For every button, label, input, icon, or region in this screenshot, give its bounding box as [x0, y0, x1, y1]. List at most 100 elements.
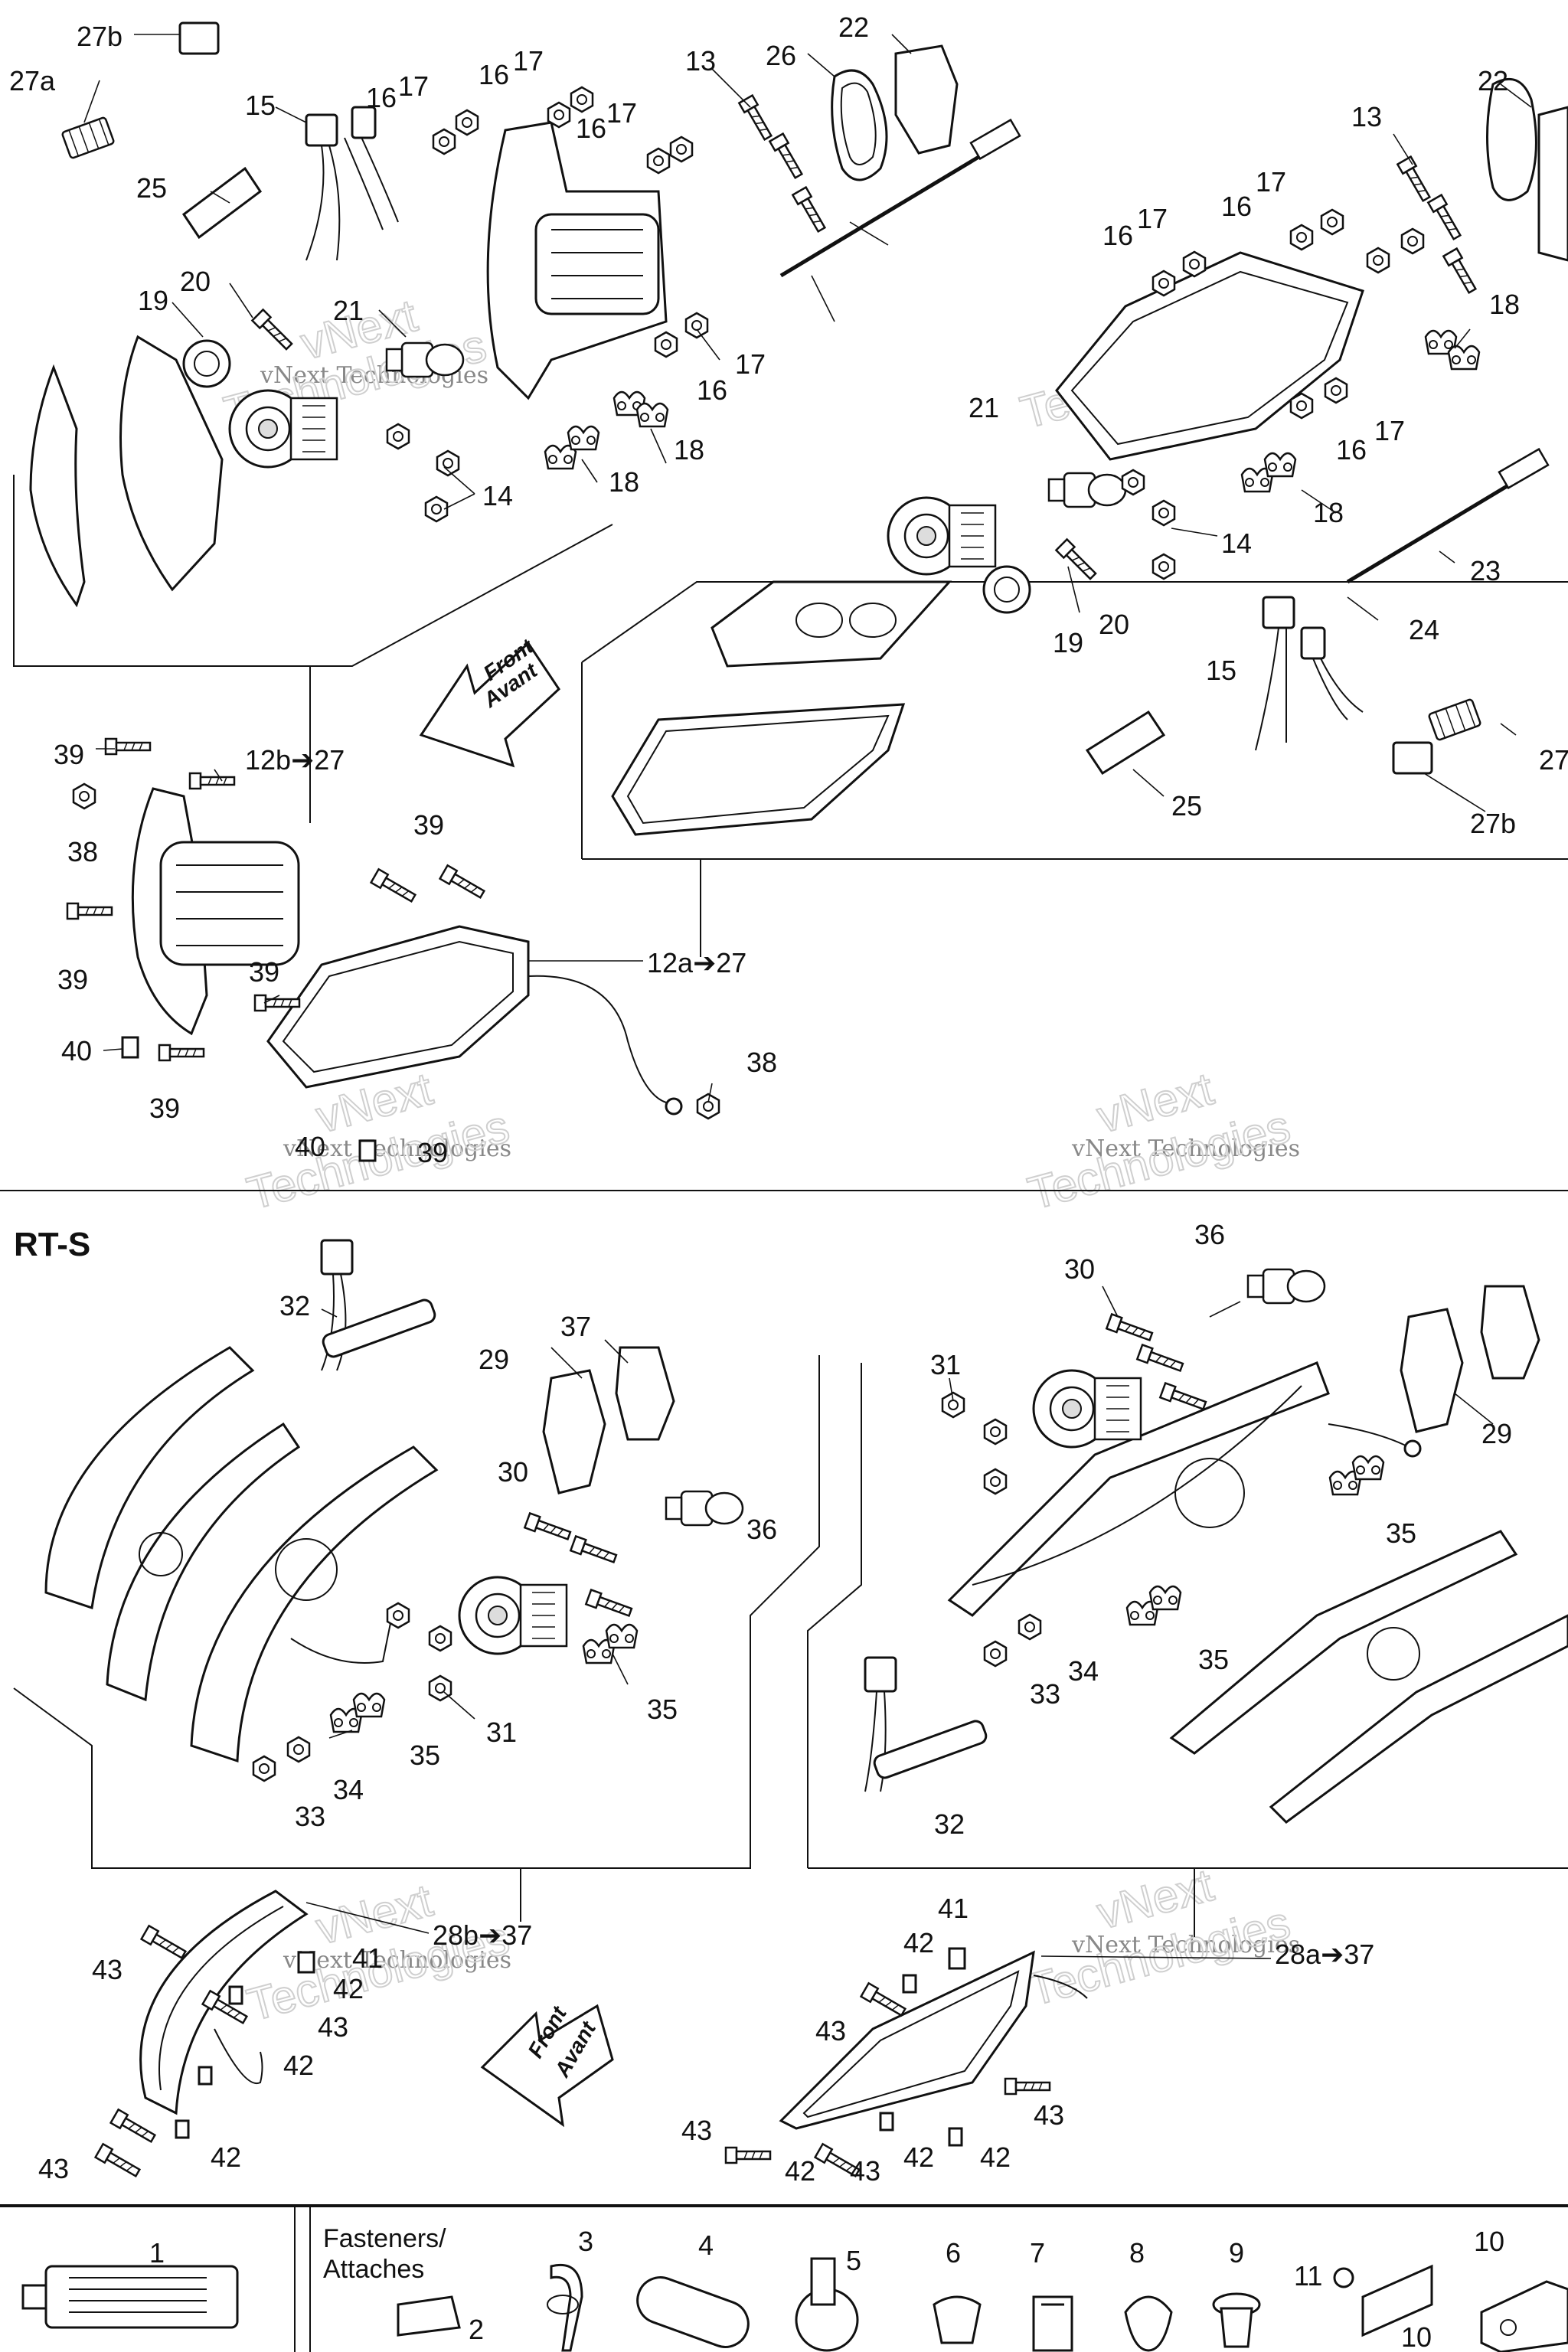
legend-tie-3: [550, 2264, 583, 2352]
legend-clip-6: [933, 2295, 982, 2344]
callout: 42: [211, 2141, 241, 2173]
callout: 30: [498, 1456, 528, 1488]
rts-left-assembled-group: [94, 1890, 315, 2180]
callout: 38: [67, 836, 98, 867]
callout: 16: [1221, 191, 1252, 222]
callout: 36: [1194, 1219, 1225, 1250]
bulb-socket-right: [982, 565, 1031, 614]
callout: 43: [815, 2015, 846, 2047]
callout: 42: [903, 2141, 934, 2173]
bracket-25-right: [1085, 710, 1166, 776]
callout: 43: [681, 2115, 712, 2146]
callout: 32: [279, 1290, 310, 1321]
callout: 37: [560, 1311, 591, 1342]
callout: 16: [576, 113, 606, 144]
rts-cover-29-right: [1400, 1308, 1464, 1433]
callout: 16: [1102, 220, 1133, 251]
callout: 15: [245, 90, 276, 121]
callout: 26: [766, 40, 796, 71]
headlight-lens: [29, 364, 86, 608]
rts-clip-41: [297, 1951, 315, 1974]
svg-text:vNext Technologies: vNext Technologies: [1071, 1932, 1300, 1958]
rts-lens-right: [1269, 1614, 1568, 1824]
sealant-tube: [44, 2265, 239, 2329]
callout: 2: [469, 2314, 484, 2345]
gasket-26: [831, 69, 888, 181]
callout: 16: [479, 59, 509, 90]
callout: 29: [1481, 1418, 1512, 1449]
callouts-rts-right: 36 30 31 29 35 35 34 33 32: [930, 1219, 1512, 1840]
rts-housing-right: [947, 1361, 1330, 1617]
callout: 5: [846, 2245, 861, 2276]
harness-connector: [305, 113, 338, 147]
callout: 42: [980, 2141, 1011, 2173]
callout: 35: [410, 1740, 440, 1771]
callout: 27: [1539, 744, 1568, 776]
callout: 9: [1229, 2237, 1244, 2269]
callout: 1: [149, 2237, 165, 2269]
callout: 14: [1221, 528, 1252, 559]
callout: 43: [1034, 2099, 1064, 2131]
rts-cover-37-right: [1480, 1285, 1540, 1380]
callout: 24: [1409, 614, 1439, 645]
rts-lens-left: [44, 1346, 255, 1609]
callout: 30: [1064, 1253, 1095, 1285]
clip-40: [121, 1036, 139, 1059]
legend-plate-10b: [1480, 2280, 1568, 2352]
rts-bezel-left: [106, 1422, 301, 1702]
legend-plate-10: [1361, 2264, 1433, 2337]
projector-module: [228, 389, 338, 469]
headlight-housing-right: [1055, 251, 1364, 461]
lens-right: [611, 703, 906, 836]
rts-bezel-right: [1169, 1530, 1518, 1755]
callout: 42: [785, 2155, 815, 2187]
callout: 40: [295, 1131, 325, 1162]
top-frame-lines: [0, 475, 1568, 1191]
callout: 12a➔27: [647, 947, 746, 978]
rts-harness-connector-right: [864, 1656, 897, 1693]
callout: 25: [1171, 790, 1202, 822]
callout: 41: [938, 1893, 969, 1924]
callout: 16: [697, 374, 727, 406]
callout: 43: [318, 2011, 348, 2043]
bulb-socket: [182, 339, 231, 388]
assembled-headlight-front: [266, 925, 530, 1089]
housing-barrel: [534, 213, 660, 315]
callout: 18: [1489, 289, 1520, 320]
callout: 17: [735, 348, 766, 380]
callout: 33: [1030, 1678, 1060, 1710]
callout: 22: [838, 11, 869, 43]
rts-right-exploded-group: [864, 1268, 1568, 1824]
callout: 42: [333, 1973, 364, 2004]
svg-text:vNext Technologies: vNext Technologies: [1071, 1135, 1300, 1162]
callout: 6: [946, 2237, 961, 2269]
front-direction-arrow: Front Avant: [419, 634, 560, 768]
callout: 43: [38, 2153, 69, 2184]
callout: 39: [57, 964, 88, 995]
callout: 35: [1386, 1517, 1416, 1549]
legend-title-line1: Fasteners/: [323, 2224, 446, 2253]
callout: 17: [1374, 415, 1405, 446]
cover-22: [894, 44, 959, 155]
callouts-bottom-left: 28b➔37 43 41 42 43 42 42 43: [38, 1919, 532, 2184]
bracket-25: [181, 166, 263, 240]
top-left-headlight-group: [29, 21, 1021, 608]
callout: 22: [1478, 65, 1508, 96]
callout: 35: [1198, 1644, 1229, 1675]
rts-projector-left: [458, 1576, 568, 1655]
callout: 15: [1206, 655, 1236, 686]
rts-left-assembled-headlight: [139, 1890, 309, 2115]
callout: 43: [92, 1954, 122, 1985]
callout: 39: [413, 809, 444, 841]
projector-module-right: [887, 496, 997, 576]
rts-frame-lines: [0, 1355, 1568, 2206]
callout: 19: [138, 285, 168, 316]
callout: 8: [1129, 2237, 1145, 2269]
rts-projector-right: [1032, 1369, 1142, 1449]
callout: 27b: [1470, 808, 1516, 839]
legend-clip-8: [1124, 2295, 1173, 2352]
section-title-rts: RT-S: [14, 1226, 90, 1263]
top-right-headlight-group: [611, 77, 1568, 836]
bezel-right: [710, 580, 952, 668]
